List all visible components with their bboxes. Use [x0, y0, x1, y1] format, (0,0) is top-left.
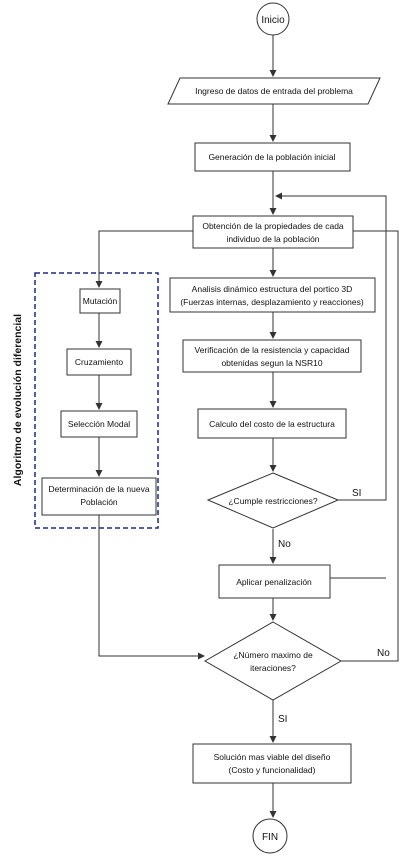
- iterations-no-label: No: [377, 648, 390, 659]
- mutation-label: Mutación: [83, 296, 118, 306]
- penalty-box: [218, 564, 331, 599]
- crossover-box: [66, 348, 132, 376]
- solution-line1: Solución mas viable del diseño: [214, 752, 331, 762]
- init-population-box: [194, 142, 351, 172]
- dynamic-analysis-line1: Analisis dinámico estructura del portico…: [192, 284, 353, 294]
- algorithm-group-label: Algoritmo de evolución diferencial: [12, 314, 24, 486]
- max-iterations-line2: iteraciones?: [250, 663, 296, 673]
- end-terminal: [252, 818, 288, 854]
- new-population-line1: Determinación de la nueva: [48, 484, 149, 494]
- penalty-label: Aplicar penalización: [236, 577, 312, 587]
- end-label: FIN: [262, 832, 278, 843]
- cost-calc-label: Calculo del costo de la estructura: [209, 419, 335, 429]
- selection-box: [60, 410, 138, 438]
- new-population-box: [41, 477, 157, 516]
- input-data-parallelogram: [167, 77, 381, 105]
- constraints-label: ¿Cumple restricciones?: [228, 496, 318, 506]
- verification-box: [182, 339, 362, 373]
- obtain-properties-line2: individuo de la población: [226, 234, 319, 244]
- obtain-properties-line1: Obtención de la propiedades de cada: [202, 221, 344, 231]
- dynamic-analysis-line2: (Fuerzas internas, desplazamiento y reac…: [180, 297, 363, 307]
- algorithm-group-box: [34, 272, 159, 529]
- max-iterations-decision: [203, 621, 343, 701]
- max-iterations-line1: ¿Número maximo de: [233, 650, 313, 660]
- crossover-label: Cruzamiento: [75, 357, 123, 367]
- selection-label: Selección Modal: [68, 419, 130, 429]
- mutation-box: [79, 288, 121, 314]
- solution-line2: (Costo y funcionalidad): [229, 765, 316, 775]
- new-population-line2: Población: [80, 497, 118, 507]
- start-label: Inicio: [261, 15, 285, 26]
- verification-line1: Verificación de la resistencia y capacid…: [195, 345, 350, 355]
- verification-line2: obtenidas segun la NSR10: [221, 358, 322, 368]
- constraints-decision: [206, 472, 340, 529]
- cost-calc-box: [197, 408, 347, 439]
- constraints-no-label: No: [278, 539, 291, 550]
- edge-determinacion-iteraciones: [98, 515, 205, 660]
- constraints-yes-label: SI: [352, 488, 361, 499]
- iterations-yes-label: SI: [278, 714, 287, 725]
- solution-box: [192, 743, 352, 784]
- edge-iteraciones-no-loop: [334, 227, 399, 662]
- obtain-properties-box: [192, 215, 354, 249]
- start-terminal: [256, 2, 290, 36]
- input-data-label: Ingreso de datos de entrada del problema: [195, 86, 353, 96]
- connectors: [95, 35, 399, 818]
- init-population-label: Generación de la población inicial: [208, 152, 335, 162]
- edge-cumple-si-loop: [275, 192, 387, 501]
- dynamic-analysis-box: [169, 277, 376, 313]
